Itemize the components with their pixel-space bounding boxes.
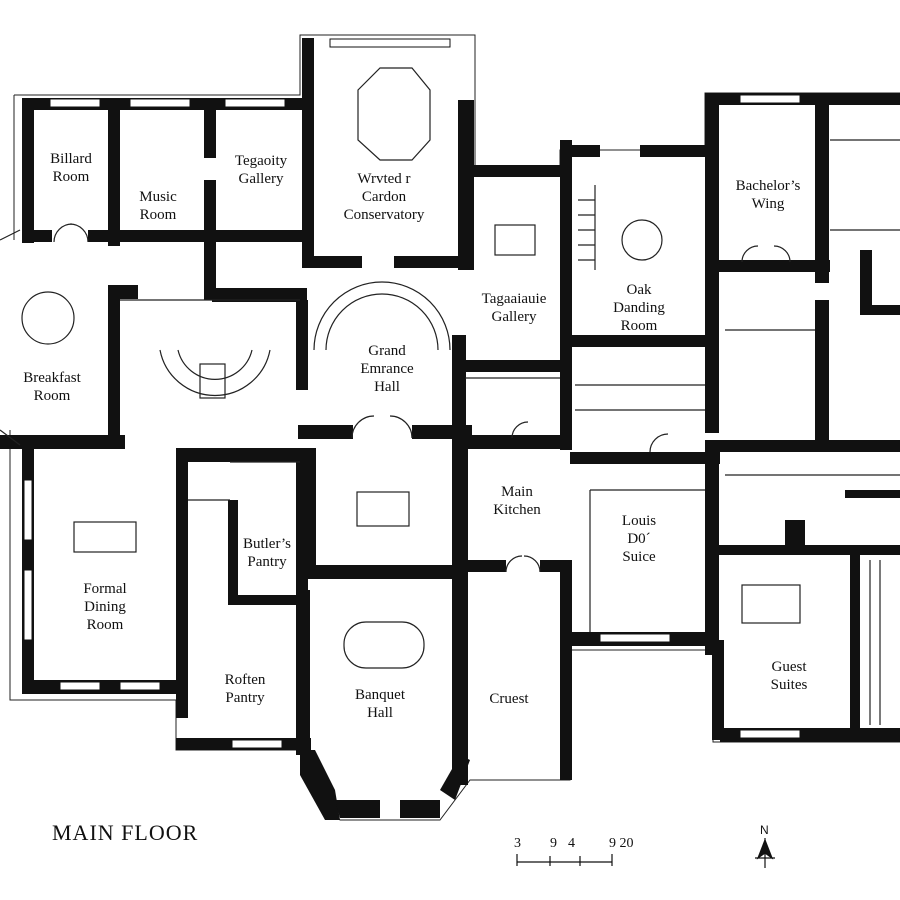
windows bbox=[23, 38, 801, 749]
scale-bar bbox=[516, 854, 613, 866]
north-label: N bbox=[760, 823, 769, 837]
plan-title: MAIN FLOOR bbox=[52, 820, 199, 845]
walls bbox=[0, 38, 900, 820]
scale-label-3: 9 20 bbox=[609, 836, 634, 851]
interior-details bbox=[0, 67, 900, 725]
scale-label-2: 4 bbox=[568, 836, 575, 851]
north-arrow-icon bbox=[755, 838, 775, 868]
scale-label-0: 3 bbox=[514, 836, 521, 851]
scale-label-1: 9 bbox=[550, 836, 557, 851]
